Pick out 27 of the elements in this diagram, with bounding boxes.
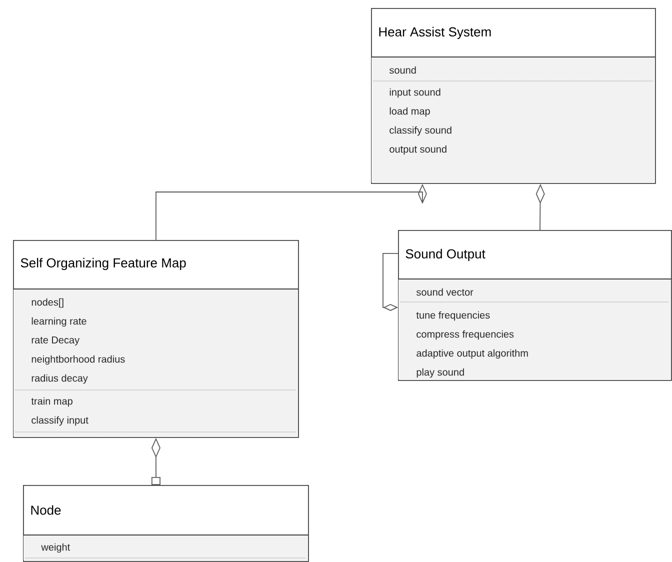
- member: sound vector: [416, 288, 474, 296]
- member: neightborhood radius: [32, 355, 125, 365]
- member: sound: [389, 66, 416, 74]
- member: classify sound: [390, 126, 452, 136]
- member: train map: [31, 397, 72, 407]
- class-name: Node: [31, 505, 61, 515]
- member: output sound: [390, 145, 446, 155]
- member: compress frequencies: [416, 330, 514, 340]
- member: tune frequencies: [416, 311, 490, 321]
- class-name: Self Organizing Feature Map: [20, 258, 186, 270]
- member: load map: [390, 107, 430, 117]
- class-box: [398, 230, 672, 381]
- member: nodes[]: [32, 298, 64, 308]
- member: adaptive output algorithm: [416, 349, 528, 359]
- member: rate Decay: [32, 336, 80, 346]
- class-box: [370, 8, 656, 184]
- class-box: [12, 240, 299, 438]
- member: play sound: [416, 368, 464, 378]
- class-name: Hear Assist System: [379, 26, 491, 40]
- member: input sound: [390, 88, 440, 98]
- member: weight: [41, 543, 70, 553]
- aggregation-line: [382, 253, 398, 311]
- member: learning rate: [32, 317, 86, 327]
- class-box: [22, 485, 309, 562]
- member: radius decay: [32, 374, 88, 384]
- member: classify input: [32, 416, 88, 426]
- class-name: Sound Output: [406, 248, 486, 262]
